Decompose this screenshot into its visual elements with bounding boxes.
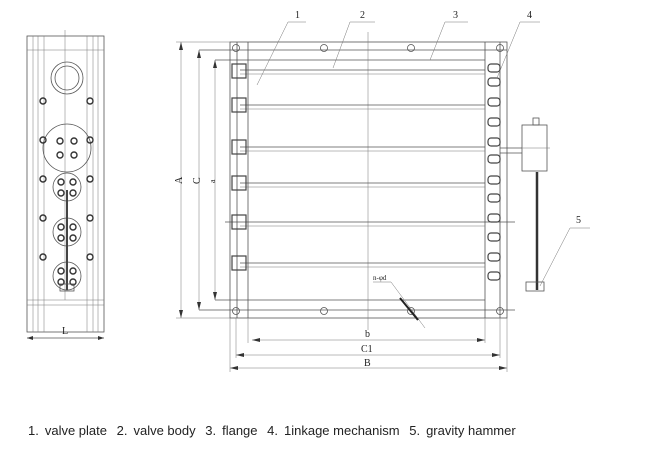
legend-text: flange (222, 423, 258, 438)
legend-text: 1inkage mechanism (283, 423, 400, 438)
parts-legend: 1. valve plate 2. valve body 3. flange 4. 1i… (28, 423, 522, 438)
side-view: L (26, 30, 105, 340)
callout-5: 5 (576, 215, 581, 226)
callout-4: 4 (527, 10, 532, 21)
dim-B: B (364, 358, 371, 369)
dim-A: A (174, 176, 185, 184)
legend-text: valve body (133, 423, 196, 438)
legend-num: 5. (409, 423, 421, 438)
gravity-hammer (525, 281, 545, 292)
legend-num: 3. (205, 423, 217, 438)
legend-text: gravity hammer (426, 423, 516, 438)
legend-num: 1. (28, 423, 39, 438)
legend-num: 4. (267, 423, 278, 438)
dim-C1: C1 (361, 344, 373, 355)
callout-1: 1 (295, 10, 300, 21)
dim-b: b (365, 329, 370, 340)
dim-holes: n-φd (373, 274, 387, 282)
legend-text: valve plate (44, 423, 107, 438)
front-view: n-φd A C a b C1 B (174, 10, 590, 372)
dim-L: L (62, 326, 68, 337)
dim-C: C (192, 177, 203, 184)
callout-2: 2 (360, 10, 365, 21)
dim-a: a (208, 179, 217, 183)
callout-3: 3 (453, 10, 458, 21)
legend-num: 2. (116, 423, 128, 438)
